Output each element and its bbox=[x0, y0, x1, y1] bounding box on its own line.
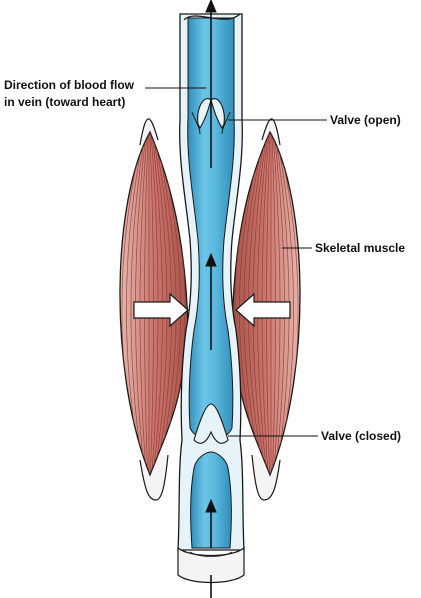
blood-flow-arrows bbox=[205, 0, 217, 598]
valve-closed-cusps bbox=[193, 403, 229, 444]
flow-arrow-middle-head bbox=[205, 252, 217, 267]
right-muscle bbox=[231, 118, 301, 501]
label-flow-direction-line1: Direction of blood flow bbox=[4, 78, 135, 92]
label-valve-closed: Valve (closed) bbox=[321, 429, 401, 443]
flow-arrow-bottom-head bbox=[205, 498, 217, 513]
muscle-compression-arrows bbox=[133, 292, 291, 328]
valve-open-base bbox=[191, 111, 231, 135]
compression-arrow-right bbox=[235, 292, 291, 328]
flow-arrow-top-head bbox=[205, 0, 217, 13]
label-valve-open: Valve (open) bbox=[330, 113, 401, 127]
vein-bottom-cut bbox=[177, 546, 245, 584]
leader-lines bbox=[145, 87, 327, 437]
compression-arrow-left bbox=[133, 292, 189, 328]
left-muscle-tendon-top bbox=[139, 118, 159, 146]
label-flow-direction-line2: in vein (toward heart) bbox=[4, 95, 125, 109]
vein-bottom-cut-inner bbox=[189, 551, 233, 557]
label-skeletal-muscle: Skeletal muscle bbox=[315, 241, 405, 255]
left-muscle-fiber bbox=[130, 132, 146, 475]
